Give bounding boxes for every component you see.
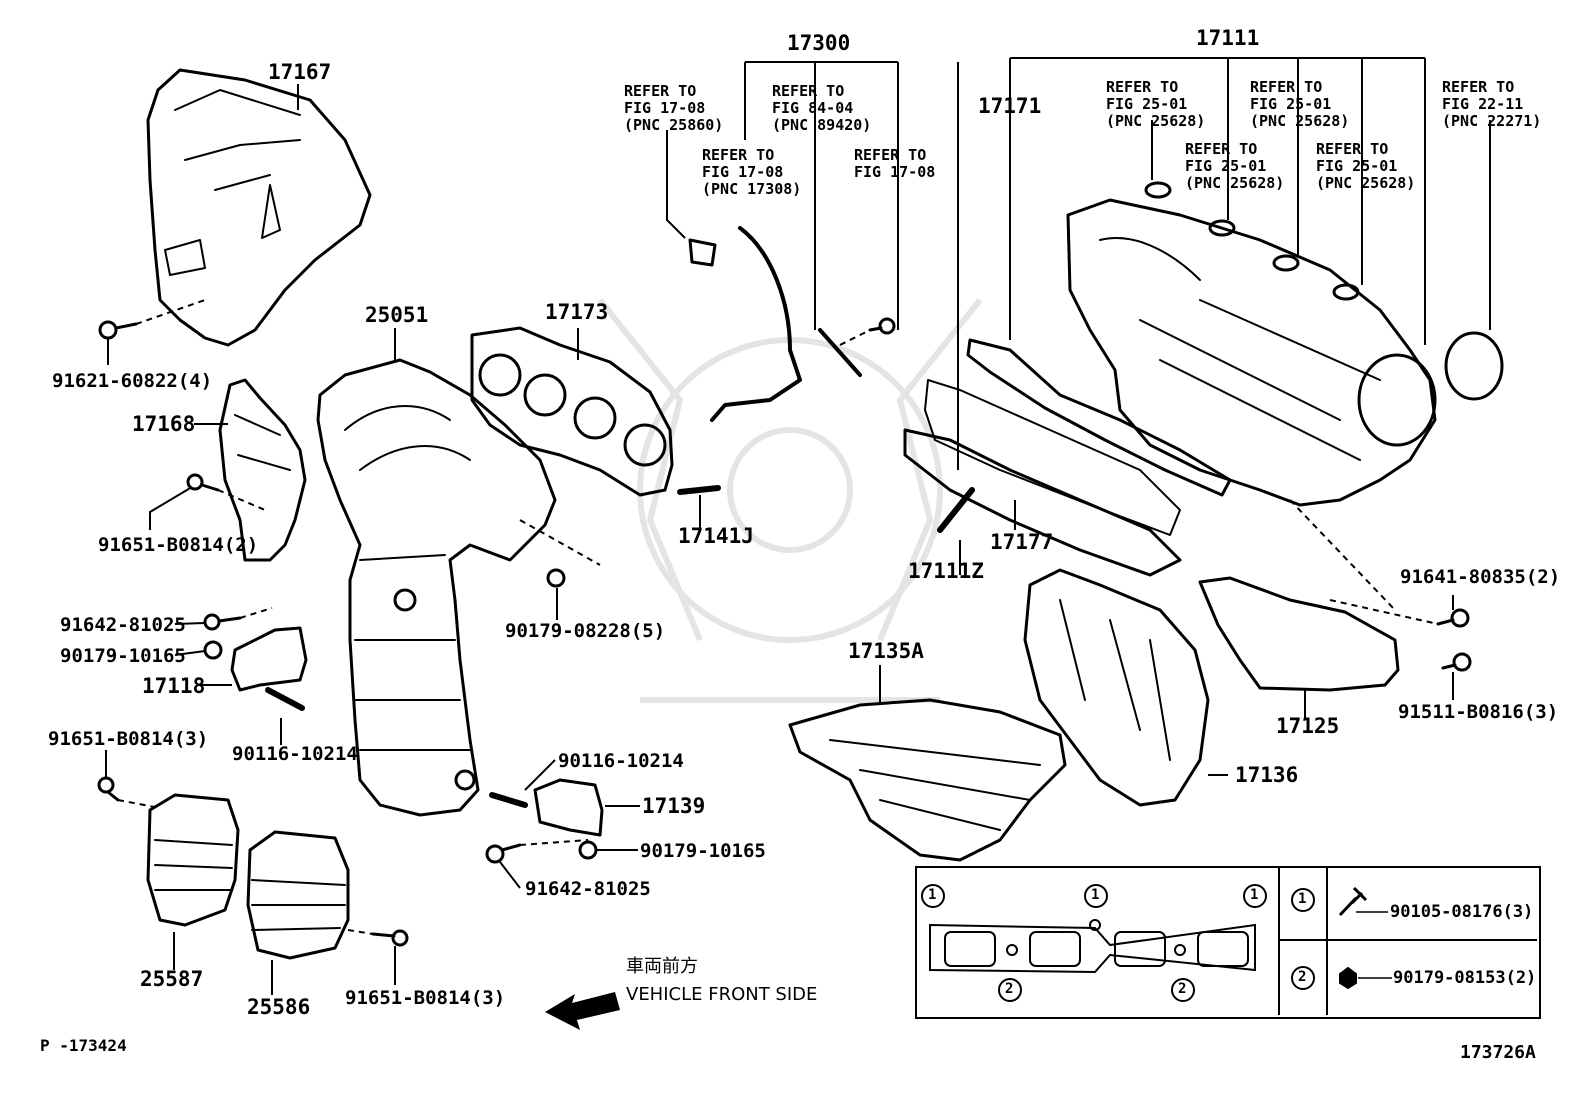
footer-figure-id: 173726A	[1460, 1042, 1536, 1063]
ref-fig-17-08-pnc-25860: REFER TO FIG 17-08 (PNC 25860)	[624, 82, 724, 134]
label-90116-10214-a: 90116-10214	[232, 743, 358, 765]
legend-mark-1-center: 1	[1091, 887, 1100, 903]
legend-mark-1-left: 1	[928, 887, 937, 903]
insulator-17125-shape	[1198, 576, 1400, 692]
insulator-25586-shape	[246, 830, 350, 960]
intake-manifold-17111-shape	[1066, 198, 1437, 507]
label-17118: 17118	[142, 674, 206, 698]
label-91621-60822: 91621-60822(4)	[52, 370, 213, 392]
label-90116-10214-b: 90116-10214	[558, 750, 684, 772]
label-17125: 17125	[1276, 714, 1340, 738]
gasket-17177-shape	[903, 428, 1182, 577]
ref-fig-25-01-d: REFER TO FIG 25-01 (PNC 25628)	[1316, 140, 1416, 192]
ref-fig-22-11-pnc-22271: REFER TO FIG 22-11 (PNC 22271)	[1442, 78, 1542, 130]
direction-label-jp: 車両前方	[626, 956, 698, 977]
front-direction-arrow	[545, 992, 620, 1030]
ref-fig-25-01-c: REFER TO FIG 25-01 (PNC 25628)	[1185, 140, 1285, 192]
insulator-17135a-shape	[788, 698, 1067, 862]
legend-gasket-outline	[929, 923, 1256, 974]
label-17141j: 17141J	[678, 524, 754, 548]
heat-shield-17168-shape	[218, 378, 307, 562]
label-91642-81025-a: 91642-81025	[60, 614, 186, 636]
label-25586: 25586	[247, 995, 311, 1019]
label-90105-08176: 90105-08176(3)	[1390, 902, 1534, 922]
label-91642-81025-b: 91642-81025	[525, 878, 651, 900]
label-91651-b0814-3-b: 91651-B0814(3)	[345, 987, 506, 1009]
gasket-17173-shape	[470, 326, 674, 497]
label-17136: 17136	[1235, 763, 1299, 787]
label-17171: 17171	[978, 94, 1042, 118]
label-17139: 17139	[642, 794, 706, 818]
label-90179-08153: 90179-08153(2)	[1393, 968, 1537, 988]
label-17168: 17168	[132, 412, 196, 436]
label-25051: 25051	[365, 303, 429, 327]
stud-17141j-shape	[677, 485, 721, 495]
ref-fig-25-01-a: REFER TO FIG 25-01 (PNC 25628)	[1106, 78, 1206, 130]
label-91651-b0814-2: 91651-B0814(2)	[98, 534, 259, 556]
legend-key-mark-2: 2	[1298, 969, 1307, 985]
label-17135a: 17135A	[848, 639, 924, 663]
insulator-17136-shape	[1023, 568, 1210, 807]
label-90179-08228: 90179-08228(5)	[505, 620, 666, 642]
ref-fig-17-08: REFER TO FIG 17-08	[854, 146, 936, 181]
footer-left-code: P -173424	[40, 1036, 127, 1055]
bracket-17118-shape	[230, 626, 308, 692]
hose-17300-shape	[710, 226, 862, 422]
label-91511-b0816: 91511-B0816(3)	[1398, 701, 1559, 723]
legend-key-mark-1: 1	[1298, 891, 1307, 907]
label-91641-80835: 91641-80835(2)	[1400, 566, 1561, 588]
ref-fig-84-04-pnc-89420: REFER TO FIG 84-04 (PNC 89420)	[772, 82, 872, 134]
legend-mark-1-right: 1	[1250, 887, 1259, 903]
insulator-17139-shape	[533, 778, 604, 837]
fastener-legend-box	[915, 866, 1541, 1019]
manifold-plate-shape	[924, 379, 1181, 536]
direction-label-en: VEHICLE FRONT SIDE	[626, 984, 818, 1005]
label-17173: 17173	[545, 300, 609, 324]
label-90179-10165-a: 90179-10165	[60, 645, 186, 667]
exhaust-manifold-25051-shape	[316, 358, 557, 817]
label-17111: 17111	[1196, 26, 1260, 50]
gasket-17171-shape	[966, 338, 1232, 497]
stud-17111z-shape	[937, 487, 975, 533]
label-25587: 25587	[140, 967, 204, 991]
insulator-25587-shape	[146, 793, 240, 927]
label-17111z: 17111Z	[908, 559, 984, 583]
legend-mark-2-left: 2	[1005, 981, 1014, 997]
ref-fig-17-08-pnc-17308: REFER TO FIG 17-08 (PNC 17308)	[702, 146, 802, 198]
o-ring-22271-shape	[1444, 331, 1504, 401]
label-90179-10165-b: 90179-10165	[640, 840, 766, 862]
label-17300: 17300	[787, 31, 851, 55]
label-91651-b0814-3-a: 91651-B0814(3)	[48, 728, 209, 750]
label-17177: 17177	[990, 530, 1054, 554]
ref-fig-25-01-b: REFER TO FIG 25-01 (PNC 25628)	[1250, 78, 1350, 130]
label-17167: 17167	[268, 60, 332, 84]
legend-mark-2-right: 2	[1178, 981, 1187, 997]
heat-insulator-17167-shape	[146, 68, 372, 347]
